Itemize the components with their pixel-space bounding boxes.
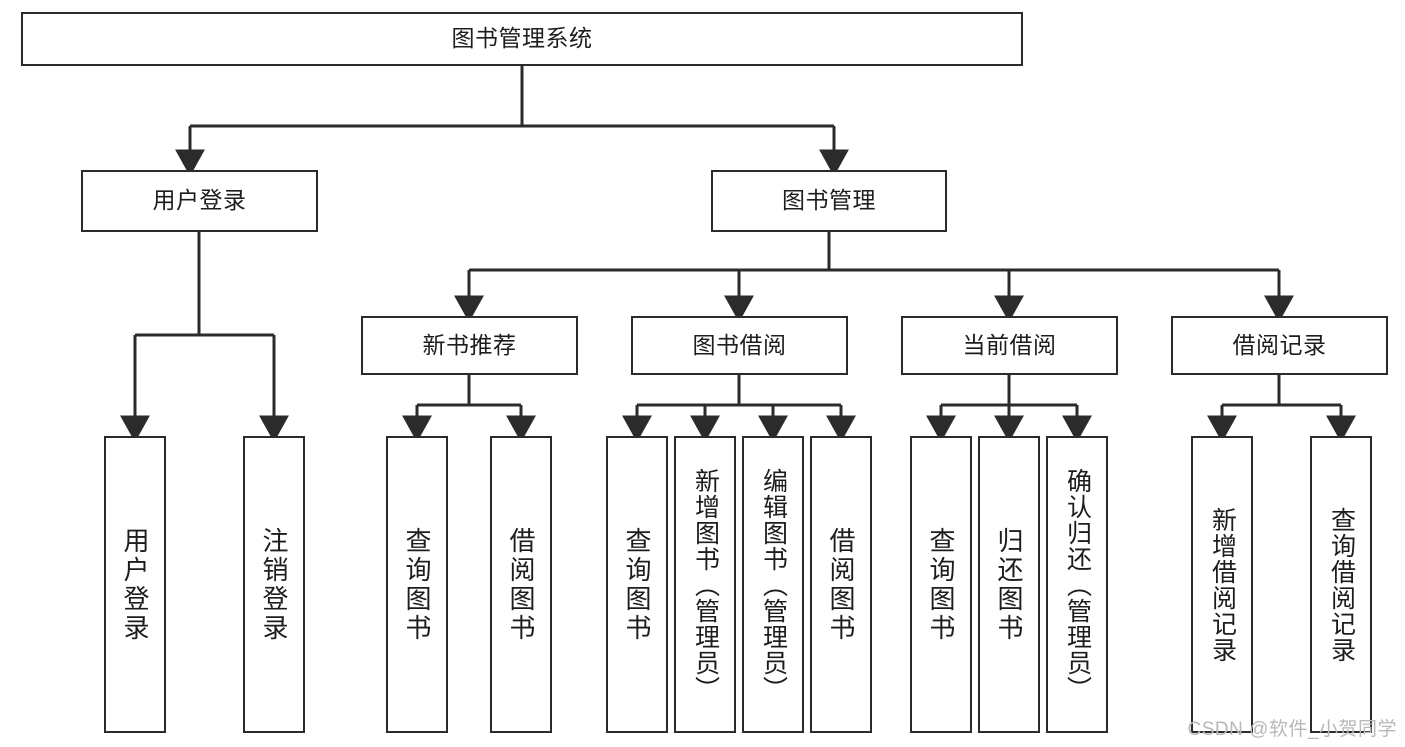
node-label: 借阅图书 [506, 526, 536, 643]
node-label: 新书推荐 [422, 331, 517, 358]
node-label: 新增借阅记录 [1208, 506, 1237, 663]
node-label: 借阅记录 [1232, 331, 1327, 358]
node-label: 查询图书 [926, 526, 956, 643]
csdn-watermark: CSDN @软件_小贺同学 [1187, 719, 1397, 740]
leaf-return-book[interactable]: 归还图书 [978, 436, 1040, 733]
leaf-add-borrow-record[interactable]: 新增借阅记录 [1191, 436, 1253, 733]
node-borrow-record[interactable]: 借阅记录 [1171, 316, 1388, 375]
leaf-edit-book-admin[interactable]: 编辑图书（管理员） [742, 436, 804, 733]
node-label: 注销登录 [259, 526, 289, 643]
node-label: 图书借阅 [692, 331, 787, 358]
leaf-logout[interactable]: 注销登录 [243, 436, 305, 733]
node-label: 当前借阅 [962, 331, 1057, 358]
node-label: 确认归还（管理员） [1063, 467, 1092, 702]
node-root-book-management-system[interactable]: 图书管理系统 [21, 12, 1023, 66]
node-label: 查询借阅记录 [1327, 506, 1356, 663]
node-book-management[interactable]: 图书管理 [711, 170, 947, 232]
node-current-borrow[interactable]: 当前借阅 [901, 316, 1118, 375]
node-book-borrow[interactable]: 图书借阅 [631, 316, 848, 375]
leaf-confirm-return-admin[interactable]: 确认归还（管理员） [1046, 436, 1108, 733]
leaf-user-login[interactable]: 用户登录 [104, 436, 166, 733]
leaf-query-book-current[interactable]: 查询图书 [910, 436, 972, 733]
node-label: 归还图书 [994, 526, 1024, 643]
node-user-login[interactable]: 用户登录 [81, 170, 318, 232]
leaf-borrow-book[interactable]: 借阅图书 [810, 436, 872, 733]
leaf-add-book-admin[interactable]: 新增图书（管理员） [674, 436, 736, 733]
node-label: 查询图书 [622, 526, 652, 643]
leaf-query-book-borrow[interactable]: 查询图书 [606, 436, 668, 733]
node-label: 查询图书 [402, 526, 432, 643]
node-new-book-recommend[interactable]: 新书推荐 [361, 316, 578, 375]
node-label: 新增图书（管理员） [691, 467, 720, 702]
leaf-borrow-book-recommend[interactable]: 借阅图书 [490, 436, 552, 733]
node-label: 图书管理系统 [451, 25, 593, 52]
leaf-query-borrow-record[interactable]: 查询借阅记录 [1310, 436, 1372, 733]
node-label: 编辑图书（管理员） [759, 467, 788, 702]
node-label: 借阅图书 [826, 526, 856, 643]
node-label: 图书管理 [782, 187, 876, 214]
node-label: 用户登录 [152, 187, 247, 214]
node-label: 用户登录 [120, 526, 150, 643]
leaf-query-book-recommend[interactable]: 查询图书 [386, 436, 448, 733]
